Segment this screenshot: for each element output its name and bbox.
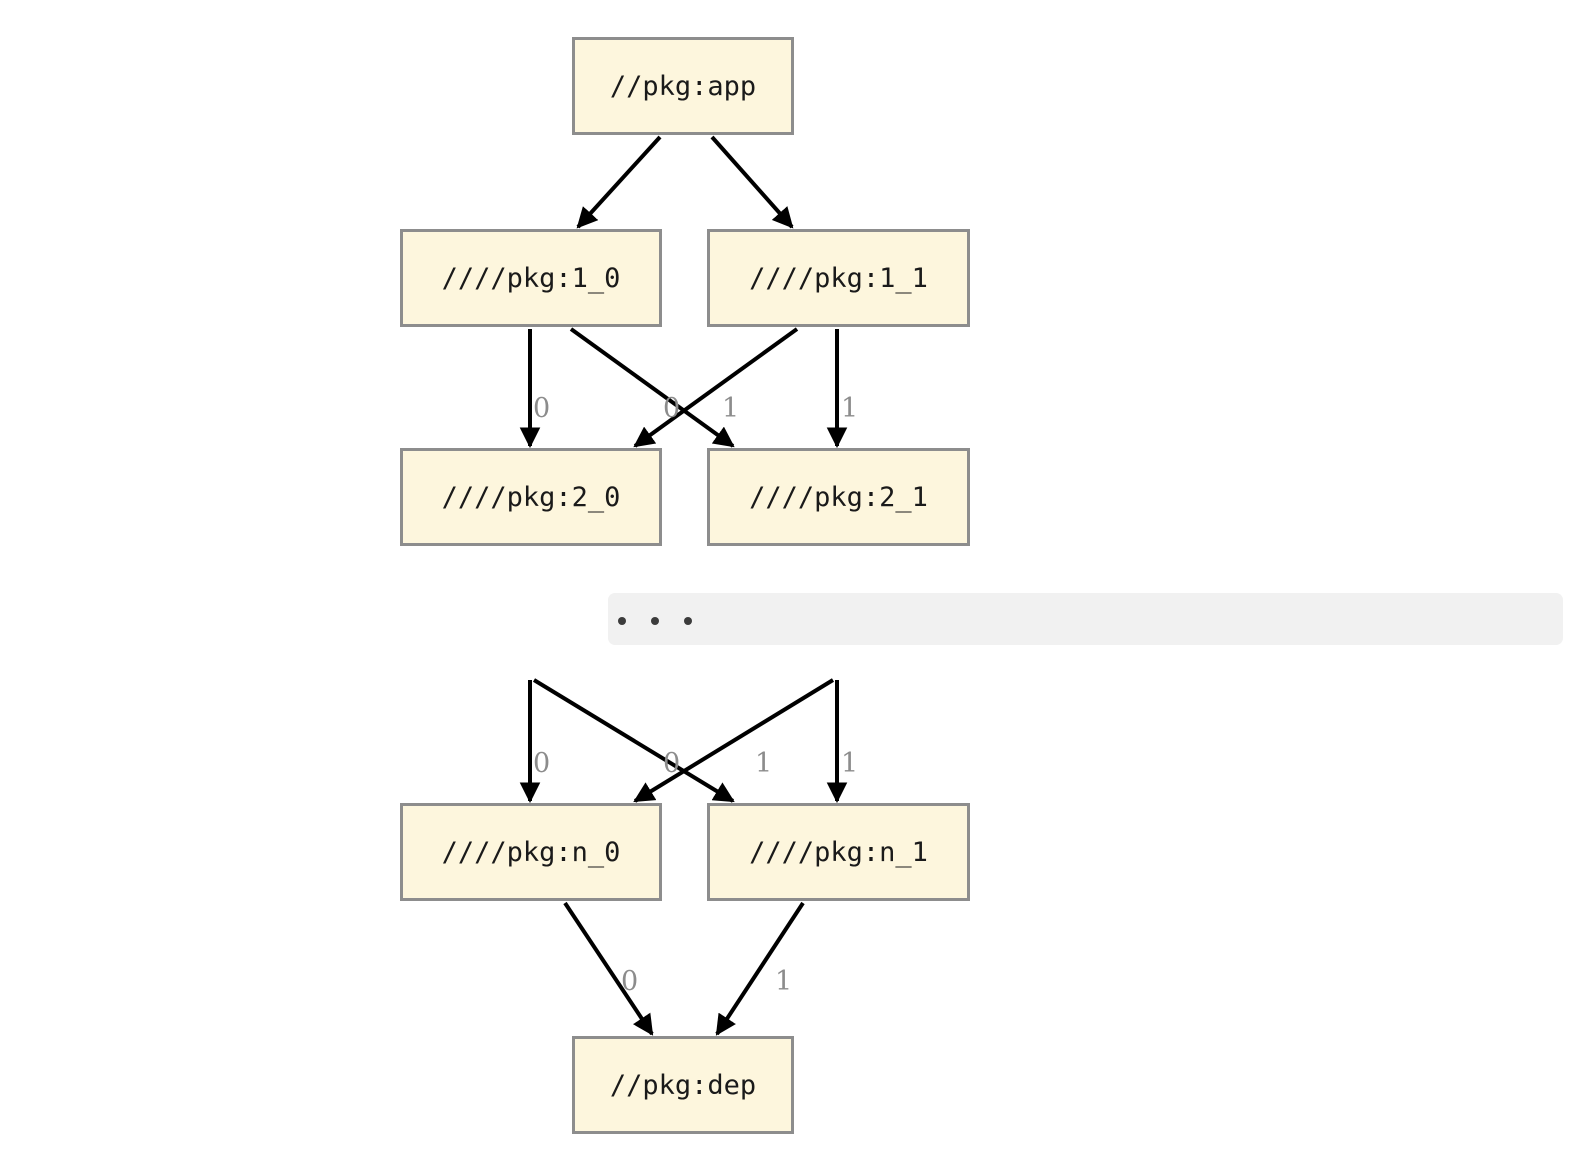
edge-label-11: 1 bbox=[775, 966, 793, 997]
edge-label-3: 0 bbox=[663, 393, 681, 424]
edge-label-6: 0 bbox=[533, 748, 551, 779]
edge-label-9: 1 bbox=[841, 748, 859, 779]
graph-node-ln_0[interactable]: ////pkg:n_0 bbox=[400, 803, 662, 901]
graph-node-l1_1[interactable]: ////pkg:1_1 bbox=[707, 229, 970, 327]
graph-node-l2_0[interactable]: ////pkg:2_0 bbox=[400, 448, 662, 546]
graph-node-ln_1[interactable]: ////pkg:n_1 bbox=[707, 803, 970, 901]
ellipsis-dot-2 bbox=[684, 617, 692, 625]
graph-node-l2_1[interactable]: ////pkg:2_1 bbox=[707, 448, 970, 546]
ellipsis-dot-0 bbox=[618, 617, 626, 625]
graph-edge-1 bbox=[710, 135, 794, 229]
graph-node-l1_0[interactable]: ////pkg:1_0 bbox=[400, 229, 662, 327]
edge-label-10: 0 bbox=[621, 966, 639, 997]
graph-edge-0 bbox=[576, 135, 662, 229]
graph-node-dep[interactable]: //pkg:dep bbox=[572, 1036, 794, 1134]
ellipsis-band bbox=[608, 593, 1563, 645]
edge-label-7: 0 bbox=[663, 748, 681, 779]
graph-edge-4 bbox=[633, 327, 799, 448]
graph-edge-3 bbox=[569, 327, 735, 448]
graph-edge-10 bbox=[563, 901, 654, 1036]
graph-edge-8 bbox=[633, 678, 835, 803]
edge-label-4: 1 bbox=[722, 393, 740, 424]
ellipsis-dot-1 bbox=[651, 617, 659, 625]
graph-node-app[interactable]: //pkg:app bbox=[572, 37, 794, 135]
graph-edge-7 bbox=[532, 678, 735, 803]
edge-label-2: 0 bbox=[533, 393, 551, 424]
edge-label-8: 1 bbox=[755, 748, 773, 779]
edge-label-5: 1 bbox=[841, 393, 859, 424]
